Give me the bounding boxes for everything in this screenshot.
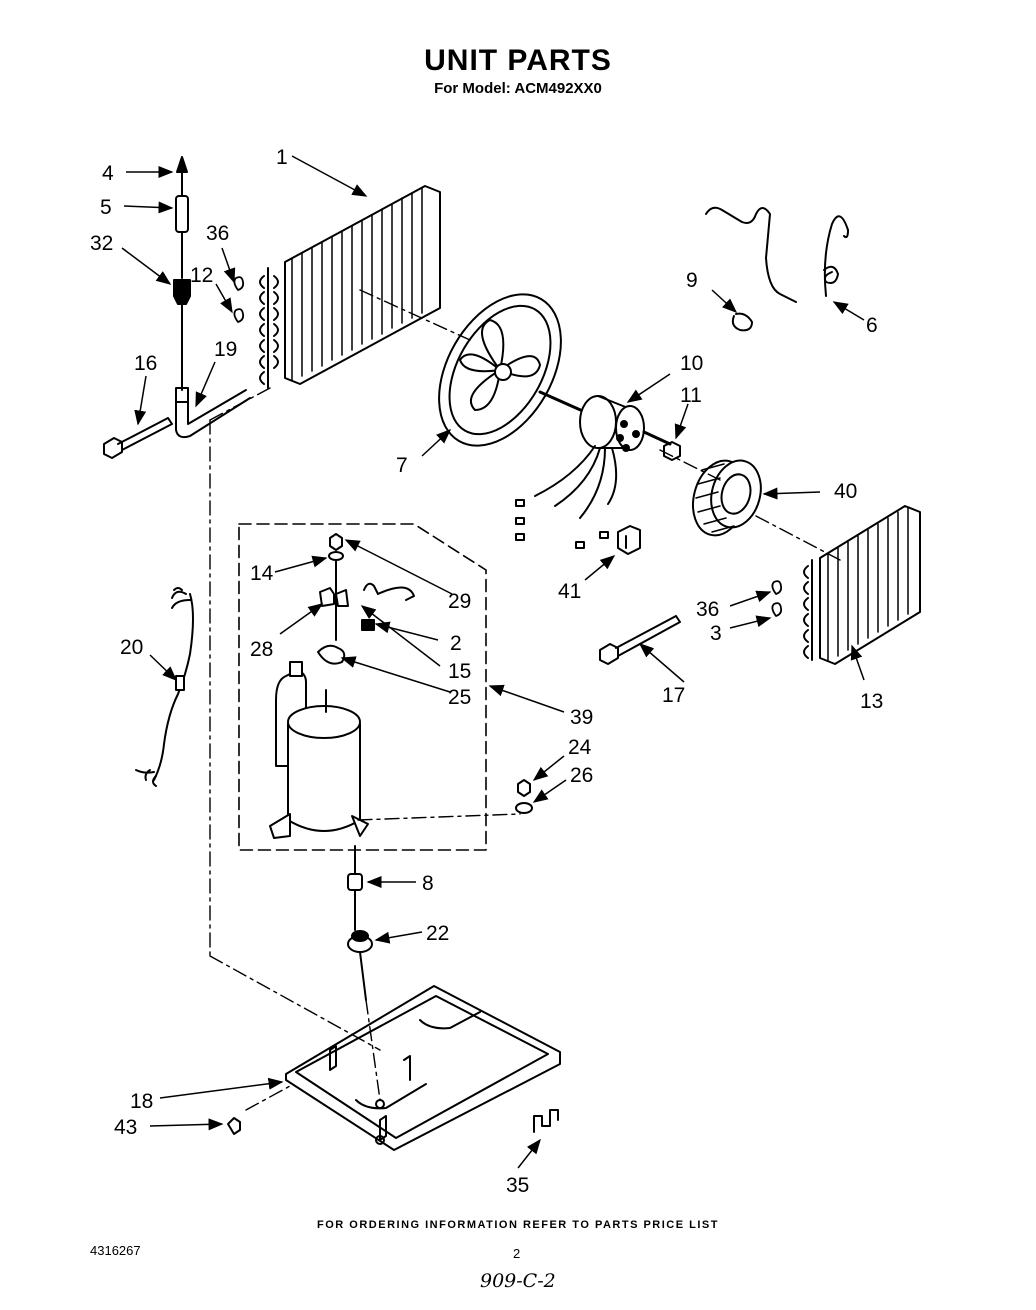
compressor-grommet	[347, 845, 363, 931]
callout-4: 4	[102, 162, 114, 185]
callout-17: 17	[662, 684, 685, 707]
callout-7: 7	[396, 454, 408, 477]
mount-nut-washer	[515, 779, 533, 814]
compressor-isolator	[347, 930, 373, 1001]
callout-13: 13	[860, 690, 883, 713]
base-pan	[285, 985, 561, 1151]
evaporator-coil	[803, 505, 921, 665]
callout-24: 24	[568, 736, 592, 759]
callout-25: 25	[448, 686, 471, 709]
callout-29: 29	[448, 590, 471, 613]
callout-19: 19	[214, 338, 237, 361]
evaporator-rod	[599, 615, 681, 665]
callout-22: 22	[426, 922, 449, 945]
fan-motor	[515, 390, 672, 549]
callout-9: 9	[686, 269, 698, 292]
page-title: UNIT PARTS	[424, 44, 612, 77]
mounting-rod	[103, 417, 173, 459]
callout-16: 16	[134, 352, 157, 375]
fan-shroud	[438, 293, 562, 447]
callout-5: 5	[100, 196, 112, 219]
callout-3: 3	[710, 622, 722, 645]
blower-wheel	[692, 459, 762, 537]
callout-26: 26	[570, 764, 593, 787]
callout-35: 35	[506, 1174, 529, 1197]
callout-18: 18	[130, 1090, 153, 1113]
tube-clips-right	[771, 580, 783, 617]
model-subtitle: For Model: ACM492XX0	[434, 80, 602, 97]
base-screw	[227, 1117, 241, 1135]
page-number: 2	[513, 1246, 521, 1261]
ordering-note: FOR ORDERING INFORMATION REFER TO PARTS …	[317, 1219, 719, 1231]
callout-11: 11	[680, 384, 702, 407]
callout-15: 15	[448, 660, 471, 683]
valve-and-fitting-stack	[173, 156, 191, 391]
terminal-hardware	[317, 533, 415, 665]
callout-20: 20	[120, 636, 143, 659]
wire-connector	[617, 525, 641, 555]
callout-8: 8	[422, 872, 434, 895]
callout-leaders	[121, 155, 865, 1169]
callout-36-left: 36	[206, 222, 229, 245]
callout-14: 14	[250, 562, 274, 585]
callout-32: 32	[90, 232, 113, 255]
callout-36-right: 36	[696, 598, 719, 621]
spring-clip	[533, 1109, 559, 1133]
callout-1: 1	[276, 146, 288, 169]
callout-numbers: 1 2 3 4 5 6 7 8 9 10 11 12 13 14 15 16 1…	[90, 146, 883, 1197]
tube-clips-left	[233, 276, 245, 323]
handwritten-note: 909-C-2	[480, 1270, 556, 1292]
callout-41: 41	[558, 580, 581, 603]
assembly-lines	[209, 289, 841, 1111]
document-number: 4316267	[90, 1243, 141, 1258]
callout-2: 2	[450, 632, 462, 655]
capillary-tube	[705, 206, 849, 303]
callout-40: 40	[834, 480, 857, 503]
suction-tube-elbow	[175, 387, 251, 439]
callout-12: 12	[190, 264, 213, 287]
callout-6: 6	[866, 314, 878, 337]
callout-39: 39	[570, 706, 593, 729]
callout-28: 28	[250, 638, 273, 661]
tube-clamp	[731, 312, 753, 332]
motor-nut	[663, 441, 681, 461]
callout-10: 10	[680, 352, 703, 375]
wiring-harness	[135, 587, 194, 787]
callout-43: 43	[114, 1116, 137, 1139]
condenser-coil	[259, 185, 441, 389]
compressor	[269, 661, 369, 839]
compressor-assembly-outline	[238, 523, 487, 851]
